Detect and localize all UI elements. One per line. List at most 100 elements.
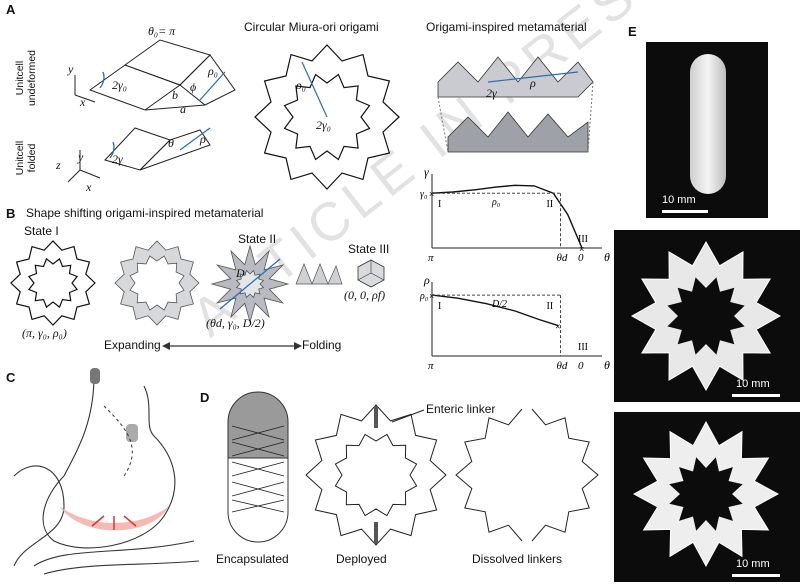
expand-fold-arrow	[162, 342, 302, 350]
x-tick-label: θd	[557, 360, 568, 372]
intestine-highlight	[59, 506, 169, 531]
dissolved-linkers-diagram	[455, 408, 599, 542]
enteric-linker-label: Enteric linker	[426, 402, 496, 416]
row-label-folded: Unitcell folded	[14, 140, 38, 176]
axis-z-label: z	[56, 158, 61, 172]
state-ii-label: State II	[238, 232, 277, 246]
scale-bar-3	[732, 574, 780, 577]
y-tick-label: γ₀	[420, 189, 428, 200]
unitcell-diagram	[67, 39, 236, 183]
axis-y2-label: y	[78, 150, 84, 164]
data-point: ×	[579, 244, 584, 254]
scale-label-1: 10 mm	[662, 194, 696, 206]
circular-gamma0-label: 2γ₀	[316, 118, 331, 132]
x-tick-label: 0	[578, 360, 584, 372]
dissolved-photo-star	[632, 420, 780, 568]
panel-letter-a: A	[6, 2, 16, 17]
gi-tract-diagram	[13, 368, 200, 575]
circular-miura-title: Circular Miura-ori origami	[244, 20, 379, 34]
expanding-label: Expanding	[104, 338, 161, 352]
data-point: ×	[555, 322, 560, 332]
panel-letter-e: E	[628, 24, 637, 39]
annotation-label: I	[438, 199, 441, 210]
theta0-label: θ₀= π	[148, 24, 176, 38]
state-ii-params: (θd, γ₀, D/2)	[206, 316, 265, 330]
circular-rho0-label: ρ₀	[296, 78, 306, 92]
state-i-params: (π, γ₀, ρ₀)	[22, 326, 67, 340]
unitcell-right-face	[179, 54, 236, 106]
metamaterial-diagram	[437, 56, 594, 153]
folding-label: Folding	[302, 338, 342, 352]
encapsulated-capsule-diagram	[227, 391, 289, 543]
y-tick-label: ρ₀	[419, 291, 429, 302]
x-tick-label: π	[428, 252, 434, 264]
scale-bar-1	[662, 210, 708, 213]
x-tick-label: π	[428, 360, 434, 372]
capsule-photo	[690, 54, 726, 194]
data-point: ×	[429, 189, 434, 199]
series-line	[431, 294, 559, 327]
rho0-label: ρ₀	[208, 64, 218, 78]
rho-label: ρ	[200, 132, 206, 146]
panel-letter-c: C	[6, 370, 16, 385]
axis-x-label: x	[80, 95, 86, 109]
panel-b-title: Shape shifting origami-inspired metamate…	[26, 206, 264, 220]
series-line	[431, 184, 583, 249]
y-axis-label: γ	[424, 165, 429, 179]
edge-a-label: a	[180, 102, 186, 116]
meta-gamma-label: 2γ	[486, 86, 497, 100]
capsule-icon	[90, 368, 100, 384]
panel-letter-b: B	[6, 206, 16, 221]
meta-rho-label: ρ	[530, 76, 536, 90]
gamma-label: 2γ	[112, 152, 123, 166]
enteric-linker-pointer	[391, 409, 425, 423]
photo-deployed: 10 mm	[614, 230, 800, 402]
folding-intermediate-diagram	[295, 263, 343, 285]
axis-y-label: y	[68, 62, 74, 76]
state-i-label: State I	[24, 224, 59, 238]
scale-label-2: 10 mm	[736, 378, 770, 390]
photo-encapsulated: 10 mm	[646, 42, 768, 218]
axis-x2-label: x	[86, 180, 92, 194]
row-label-undeformed: Unitcell undeformed	[14, 49, 38, 107]
photo-dissolved: 10 mm	[614, 412, 800, 582]
caption-encapsulated: Encapsulated	[216, 552, 289, 566]
diameter-label: D	[236, 266, 245, 280]
expanding-intermediate-diagram	[114, 240, 200, 326]
caption-deployed: Deployed	[336, 552, 387, 566]
deployed-photo-star	[630, 240, 782, 392]
state-iii-label: State III	[348, 242, 390, 256]
unitcell-left-face	[88, 64, 182, 111]
caption-dissolved-linkers: Dissolved linkers	[472, 552, 563, 566]
annotation-label: II	[547, 199, 554, 210]
annotation-label: D/2	[491, 299, 507, 310]
gamma0-label: 2γ₀	[112, 78, 127, 92]
x-tick-label: θd	[557, 252, 568, 264]
annotation-label: III	[578, 342, 588, 353]
annotation-label: III	[578, 234, 588, 245]
phi-label: ϕ	[190, 80, 197, 94]
annotation-label: I	[438, 301, 441, 312]
unitcell-top-face	[123, 39, 211, 86]
x-axis-label: θ	[604, 250, 610, 264]
deployed-diagram	[305, 404, 447, 546]
capsule-icon-2	[126, 424, 138, 442]
scale-bar-2	[732, 394, 780, 397]
annotation-label: II	[547, 301, 554, 312]
x-axis-label: θ	[604, 358, 610, 372]
scale-label-3: 10 mm	[736, 558, 770, 570]
data-point: ×	[429, 291, 434, 301]
state-iii-diagram	[357, 259, 385, 288]
circular-miura-diagram	[254, 44, 400, 190]
edge-b-label: b	[172, 88, 178, 102]
metamaterial-title: Origami-inspired metamaterial	[426, 20, 587, 34]
state-ii-diagram	[210, 244, 290, 324]
annotation-label: ρ₀	[491, 197, 501, 208]
y-axis-label: ρ	[423, 273, 430, 287]
panel-letter-d: D	[200, 390, 210, 405]
state-iii-params: (0, 0, ρf)	[344, 288, 386, 302]
state-i-diagram	[10, 240, 96, 326]
x-tick-label: 0	[578, 252, 584, 264]
